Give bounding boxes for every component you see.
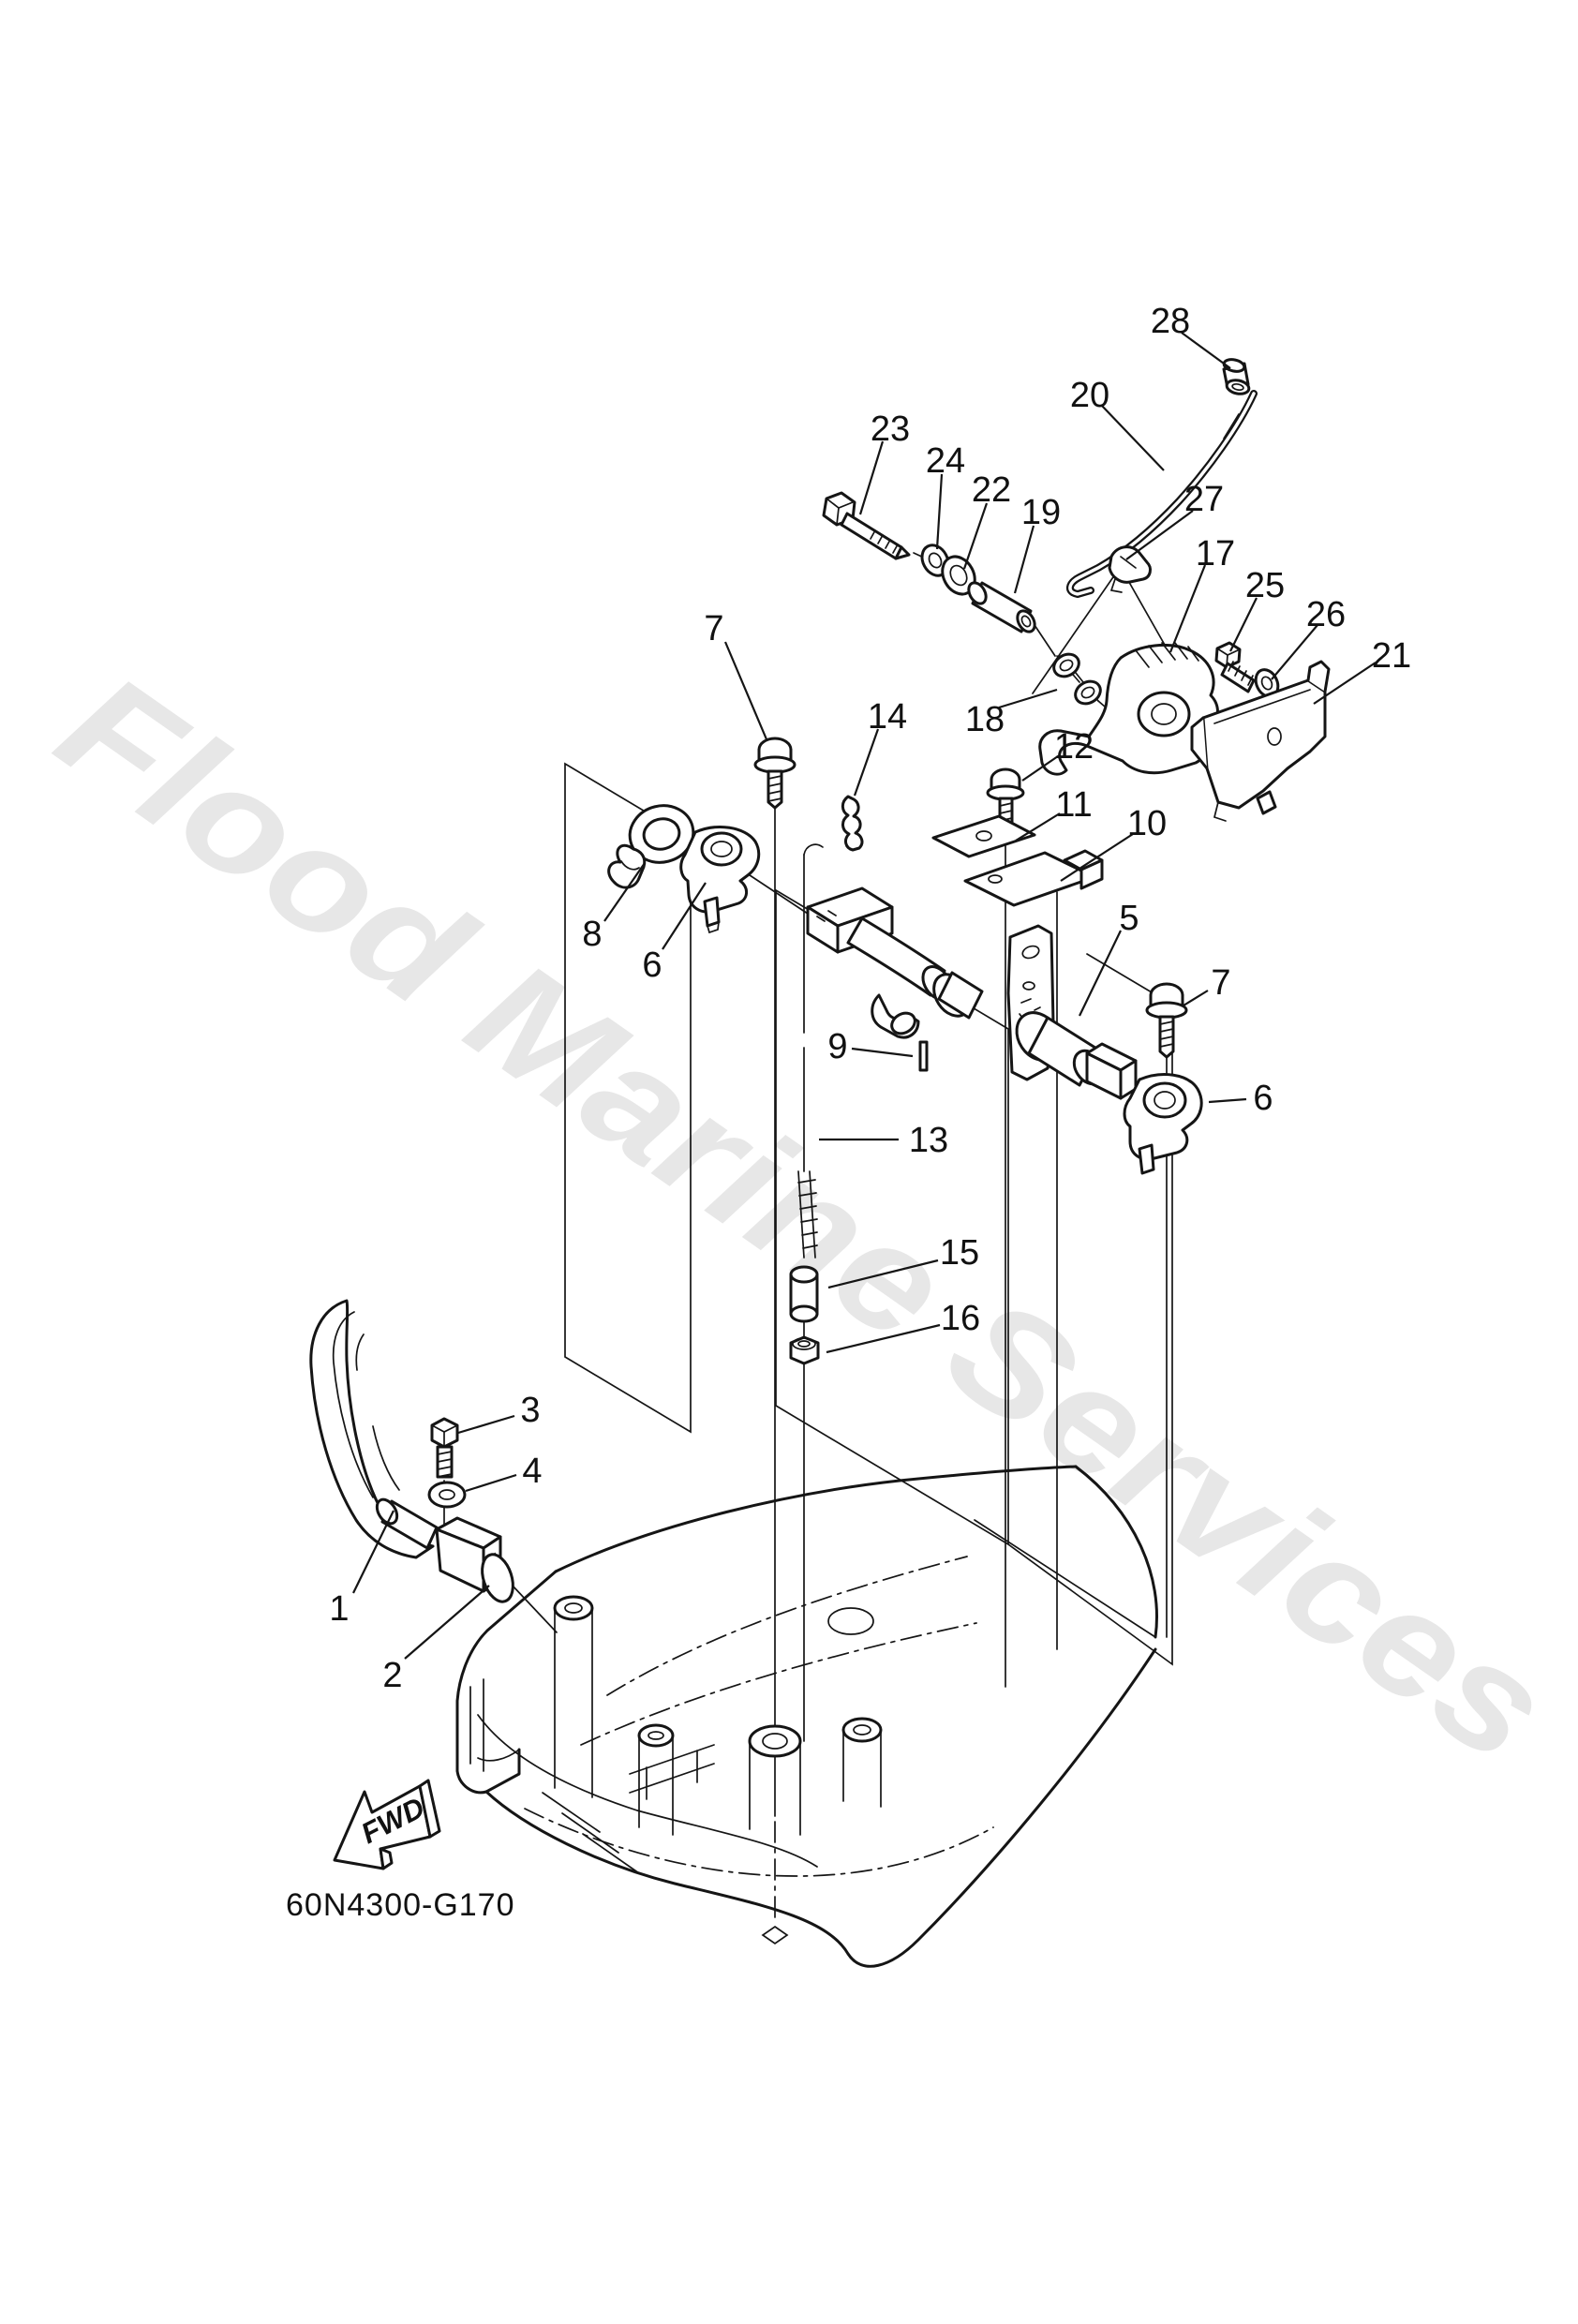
callout-c8-leader <box>603 862 646 922</box>
callout-c8-label: 8 <box>582 915 602 954</box>
part-washer-4 <box>427 1481 467 1509</box>
callout-c6b-leader <box>1208 1097 1247 1104</box>
callout-c15-leader <box>827 1259 939 1289</box>
callout-layer: 1234566778910111213141516171819202122232… <box>329 302 1411 1695</box>
callout-c20-leader <box>1101 405 1165 471</box>
callout-c24-leader <box>935 473 944 550</box>
callout-c12-label: 12 <box>1054 727 1094 767</box>
callout-c14-leader <box>853 728 880 797</box>
callout-c19-label: 19 <box>1021 493 1061 532</box>
callout-c12-leader <box>1021 755 1059 782</box>
callout-c17-leader <box>1169 564 1207 653</box>
callout-c27-leader <box>1125 510 1194 560</box>
cowling-boss <box>553 1595 883 1836</box>
fwd-arrow: FWD <box>333 1779 441 1870</box>
callout-c3-label: 3 <box>520 1391 540 1430</box>
callout-c10-leader <box>1060 833 1134 882</box>
callout-c1-leader <box>352 1510 394 1594</box>
callout-c9-label: 9 <box>827 1027 847 1066</box>
callout-c20-label: 20 <box>1070 376 1109 415</box>
part-bolt-23 <box>822 491 911 560</box>
callout-c5-leader <box>1079 930 1122 1017</box>
part-bolt-25 <box>1214 641 1256 693</box>
part-pin-9 <box>918 1040 929 1072</box>
part-bolt-12 <box>986 767 1025 833</box>
part-bracket-6-left <box>679 826 761 934</box>
callout-c1-label: 1 <box>329 1589 349 1629</box>
part-spacer-15 <box>789 1265 819 1323</box>
callout-c13-label: 13 <box>909 1121 948 1160</box>
callout-c11-label: 11 <box>1055 785 1092 825</box>
part-bracket-21 <box>1190 660 1331 822</box>
part-cam-17 <box>1038 642 1219 776</box>
part-clamp-8 <box>607 804 695 889</box>
callout-c28-leader <box>1181 332 1231 369</box>
callout-c18-label: 18 <box>965 700 1005 739</box>
callout-c7b-leader <box>1183 990 1209 1006</box>
part-clip-14 <box>841 795 864 852</box>
part-cap-28 <box>1222 358 1251 395</box>
callout-c24-label: 24 <box>926 441 965 481</box>
bottom-cowling <box>455 1465 1158 1968</box>
part-oring-2 <box>481 1553 514 1603</box>
part-plate-11 <box>931 814 1036 858</box>
callout-c3-leader <box>457 1414 515 1435</box>
callout-c21-leader <box>1313 662 1377 705</box>
part-plate-10 <box>963 849 1104 907</box>
callout-c21-label: 21 <box>1372 636 1411 676</box>
part-pin-19 <box>967 581 1036 633</box>
callout-c16-leader <box>826 1323 941 1354</box>
callout-c17-label: 17 <box>1196 534 1235 574</box>
part-nut-16 <box>789 1335 820 1365</box>
callout-c25-leader <box>1229 597 1258 652</box>
callout-c28-label: 28 <box>1151 302 1190 341</box>
callout-c25-label: 25 <box>1245 566 1285 605</box>
callout-c9-leader <box>851 1047 914 1058</box>
part-bolt-7-right <box>1145 982 1188 1059</box>
callout-c6a-label: 6 <box>642 946 662 985</box>
callout-c16-label: 16 <box>941 1299 980 1338</box>
callout-c4-label: 4 <box>522 1452 542 1491</box>
callout-c14-label: 14 <box>868 697 907 737</box>
part-rod-20 <box>1066 390 1258 599</box>
callout-c18-leader <box>998 688 1058 709</box>
callout-c26-leader <box>1271 624 1318 680</box>
callout-c7b-label: 7 <box>1211 963 1230 1003</box>
part-link-18 <box>1052 652 1102 706</box>
part-bracket-6-right <box>1123 1073 1203 1175</box>
callout-c22-leader <box>962 502 989 570</box>
callout-c22-label: 22 <box>972 470 1011 510</box>
part-bolt-7-left <box>753 737 796 810</box>
callout-c23-label: 23 <box>871 410 910 449</box>
part-throttle-shaft <box>806 886 984 1039</box>
callout-c5-label: 5 <box>1119 899 1139 938</box>
callout-c26-label: 26 <box>1306 595 1346 634</box>
callout-c27-label: 27 <box>1184 480 1224 519</box>
callout-c4-leader <box>465 1473 517 1493</box>
callout-c15-label: 15 <box>940 1233 979 1273</box>
part-holder-27 <box>1108 545 1152 593</box>
callout-c6b-label: 6 <box>1253 1079 1273 1118</box>
part-handle <box>309 1299 502 1593</box>
part-bolt-3 <box>430 1417 459 1479</box>
callout-c23-leader <box>858 440 885 515</box>
callout-c10-label: 10 <box>1127 804 1167 843</box>
callout-c2-label: 2 <box>382 1656 402 1695</box>
part-code-label: 60N4300-G170 <box>286 1887 515 1923</box>
part-bracket-5 <box>1006 924 1138 1100</box>
callout-c11-leader <box>1015 812 1061 842</box>
callout-c2-leader <box>404 1585 490 1660</box>
callout-c6a-leader <box>662 882 707 950</box>
callout-c7a-leader <box>723 641 768 740</box>
part-rod-13 <box>797 843 824 1259</box>
callout-c19-leader <box>1013 525 1035 594</box>
callout-c7a-label: 7 <box>704 609 723 648</box>
